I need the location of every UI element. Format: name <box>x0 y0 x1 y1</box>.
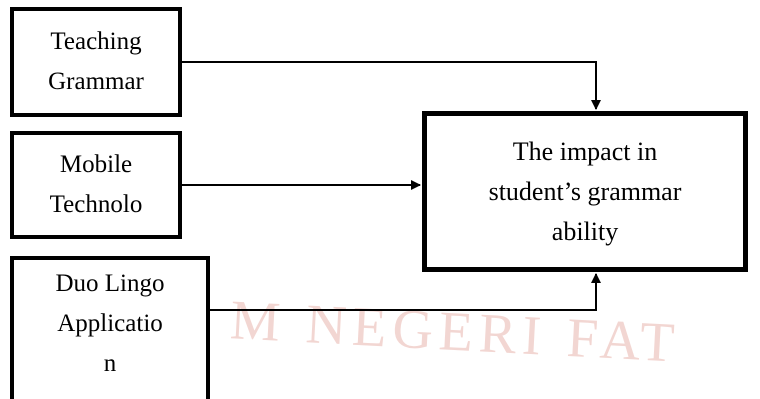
teaching-grammar-line-1: Teaching <box>50 28 142 55</box>
impact-box: The impact in student’s grammar ability <box>422 111 748 272</box>
impact-line-3: ability <box>551 216 619 246</box>
duolingo-line-3: n <box>103 350 117 377</box>
duolingo-line-1: Duo Lingo <box>55 270 165 297</box>
duolingo-application-box: Duo Lingo Applicatio n <box>10 256 210 399</box>
mobile-technology-box: Mobile Technolo <box>10 131 182 239</box>
impact-line-1: The impact in <box>512 136 658 166</box>
teaching-grammar-line-2: Grammar <box>48 68 144 95</box>
arrow-teaching-to-impact <box>182 61 601 110</box>
impact-line-2: student’s grammar <box>488 176 682 206</box>
arrow-duo-to-impact <box>210 273 601 311</box>
mobile-technology-line-1: Mobile <box>59 151 133 178</box>
mobile-technology-line-2: Technolo <box>49 191 143 218</box>
duolingo-line-2: Applicatio <box>57 310 163 337</box>
teaching-grammar-box: Teaching Grammar <box>10 7 182 117</box>
